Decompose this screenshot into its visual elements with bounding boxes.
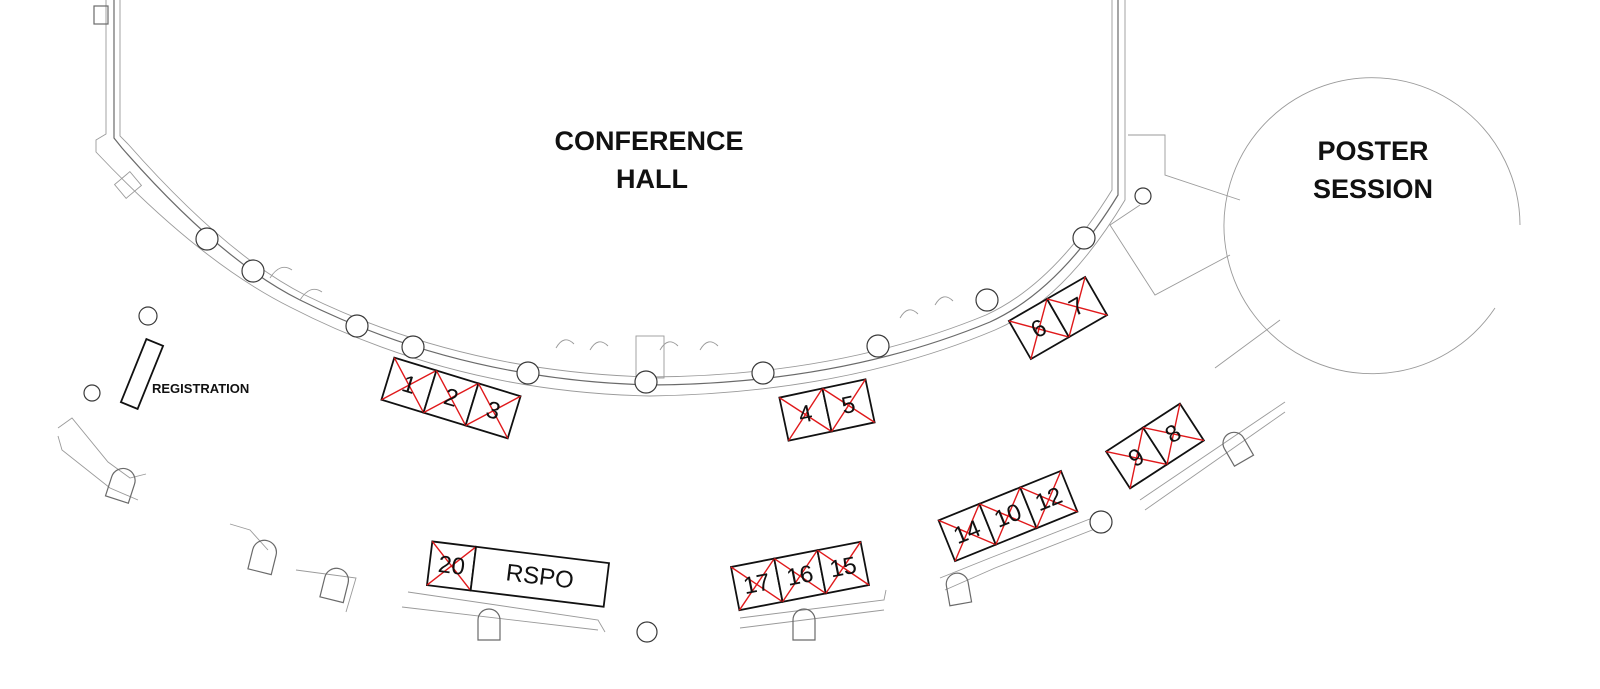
booth-17-number: 17 <box>741 569 772 601</box>
booth-15-number: 15 <box>828 552 859 584</box>
booth-4-unavailable-mark <box>787 388 824 442</box>
registration-desk-counter <box>119 337 165 411</box>
poster-session-area <box>1223 77 1521 375</box>
booth-17-unavailable-mark <box>738 558 775 611</box>
booth-group-inner-left: 1 2 3 <box>380 356 522 440</box>
booth-5-number: 5 <box>839 391 858 420</box>
booth-6-unavailable-mark <box>1030 298 1048 360</box>
outer-corridor-walls <box>57 319 1286 633</box>
booth-group-outer-left: 20 RSPO <box>425 540 611 608</box>
booth-2-unavailable-mark <box>423 382 479 414</box>
booth-group-outer-center: 17 16 15 <box>729 540 871 612</box>
booth-12-unavailable-mark <box>1035 470 1062 529</box>
booth-group-outer-right-mid: 14 10 12 <box>937 469 1079 563</box>
booth-16-number: 16 <box>784 560 815 592</box>
booth-20-number: 20 <box>437 551 467 581</box>
booth-3-unavailable-mark <box>465 395 521 427</box>
booth-15-unavailable-mark <box>825 541 862 594</box>
registration-label: REGISTRATION <box>152 381 249 396</box>
booth-14-unavailable-mark <box>954 503 981 562</box>
booth-5-unavailable-mark <box>830 378 867 432</box>
door-arcs <box>269 266 954 379</box>
poster-session-label: POSTER SESSION <box>1313 136 1433 204</box>
conference-hall-label: CONFERENCE HALL <box>554 126 743 194</box>
booth-16-unavailable-mark <box>782 549 818 603</box>
booth-group-outer-right: 9 8 <box>1104 402 1206 490</box>
conference-hall-walls <box>93 0 1241 397</box>
booth-8-unavailable-mark <box>1166 403 1181 465</box>
conference-hall-label-line1: CONFERENCE <box>554 126 743 156</box>
poster-session-label-line2: SESSION <box>1313 174 1433 204</box>
booth-group-inner-right: 6 7 <box>1007 275 1109 361</box>
booth-10-unavailable-mark <box>995 487 1021 545</box>
poster-session-label-line1: POSTER <box>1317 136 1428 166</box>
booth-group-inner-center: 4 5 <box>778 378 876 442</box>
rspo-booth[interactable] <box>469 545 611 608</box>
booth-9-unavailable-mark <box>1129 427 1144 489</box>
registration-desk[interactable]: REGISTRATION <box>119 337 249 411</box>
booth-20-unavailable-mark <box>426 546 477 586</box>
columns <box>83 187 1152 643</box>
booth-1-unavailable-mark <box>381 369 437 401</box>
booth-4-number: 4 <box>796 400 815 429</box>
conference-hall-label-line2: HALL <box>616 164 688 194</box>
wall-niches <box>104 431 1255 641</box>
booth-7-unavailable-mark <box>1068 276 1086 338</box>
